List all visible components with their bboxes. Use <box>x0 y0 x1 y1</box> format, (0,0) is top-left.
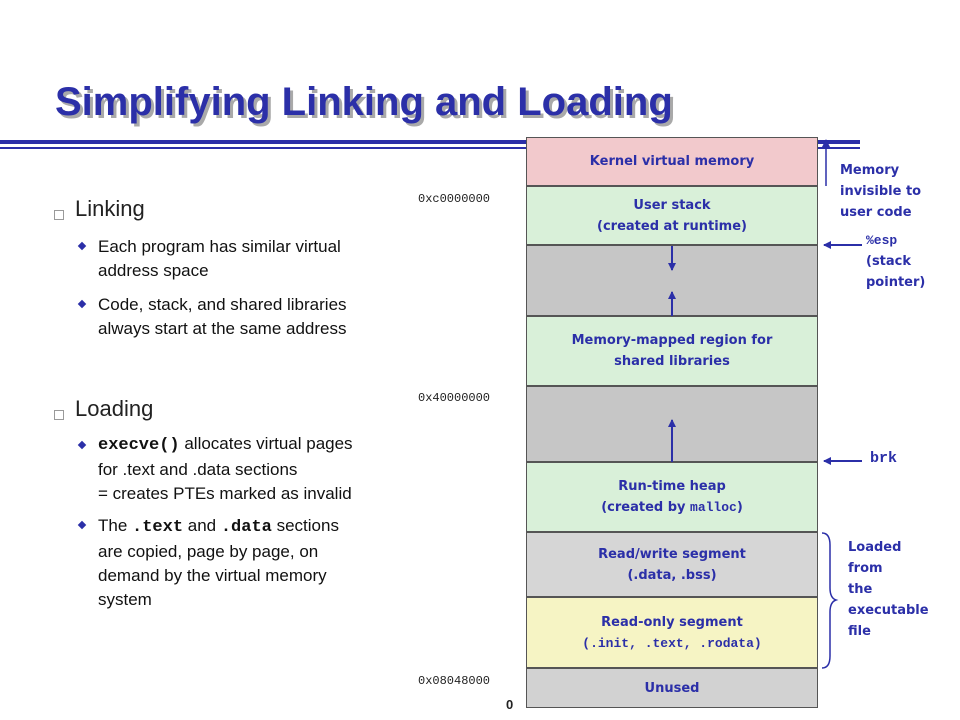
loading-point-1: execve() allocates virtual pages for .te… <box>98 434 353 503</box>
address-label: 0x08048000 <box>418 674 491 688</box>
heap-segment: Run-time heap (created by malloc) <box>526 462 818 532</box>
page-title: Simplifying Linking and Loading <box>55 80 673 124</box>
unused-segment: Unused <box>526 668 818 708</box>
read-write-segment: Read/write segment(.data, .bss) <box>526 532 818 597</box>
loaded-from-file-note: Loaded from the executable file <box>848 540 929 639</box>
linking-point-1: Each program has similar virtual address… <box>98 237 341 280</box>
linking-heading: Linking <box>75 196 145 221</box>
address-zero-label: 0 <box>506 697 514 712</box>
memory-invisible-note: Memory invisible to user code <box>840 163 922 220</box>
title-rule <box>0 140 860 144</box>
read-only-segment: Read-only segment(.init, .text, .rodata) <box>526 597 818 668</box>
esp-note: %esp (stack pointer) <box>866 233 926 290</box>
address-label: 0x40000000 <box>418 391 491 405</box>
bullet-icon <box>54 410 64 420</box>
title-rule-thin <box>0 147 860 149</box>
user-stack-segment: User stack(created at runtime) <box>526 186 818 245</box>
address-label: 0xc0000000 <box>418 192 491 206</box>
bullet-icon <box>54 210 64 220</box>
kernel-memory-segment: Kernel virtual memory <box>526 137 818 186</box>
brk-label: brk <box>870 450 898 467</box>
loading-heading: Loading <box>75 396 154 421</box>
linking-point-2: Code, stack, and shared libraries always… <box>98 295 347 338</box>
loaded-brace <box>821 532 839 669</box>
loading-point-2: The .text and .data sections are copied,… <box>98 516 339 609</box>
